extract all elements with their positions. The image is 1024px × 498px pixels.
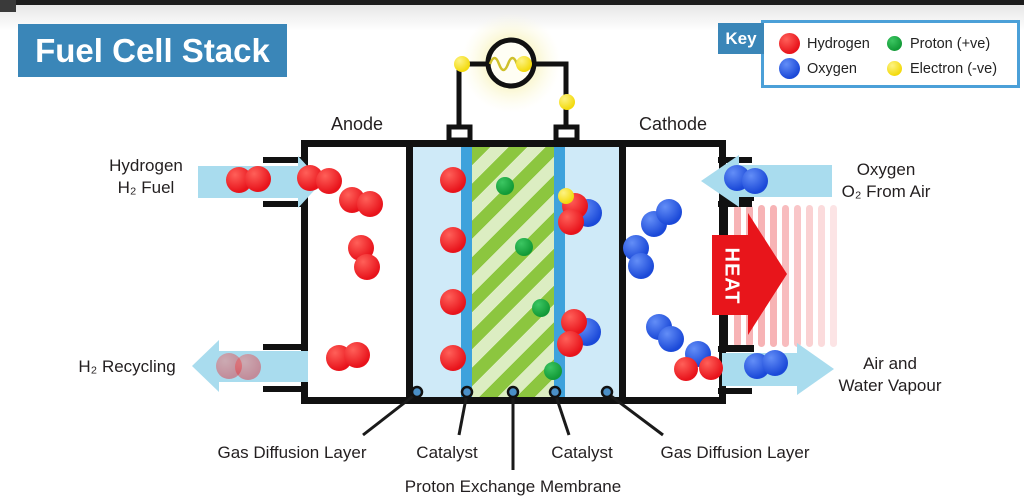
callout-anchor-dots xyxy=(410,385,614,399)
legend-key-label: Key xyxy=(725,28,757,48)
heat-arrow-head xyxy=(748,213,787,335)
hydrogen-molecule xyxy=(354,254,380,280)
hydrogen-molecule xyxy=(561,309,587,335)
callout-line-catalyst-right xyxy=(553,392,571,436)
hydrogen-molecule xyxy=(557,331,583,357)
h2-recycling-label: H₂ Recycling xyxy=(78,357,176,376)
heat-fin xyxy=(830,205,837,347)
hydrogen-fuel-line1: Hydrogen xyxy=(109,156,183,175)
cell-wall-left xyxy=(301,140,308,404)
hydrogen-molecule xyxy=(235,354,261,380)
proton-legend-icon xyxy=(887,36,902,51)
electron-molecule xyxy=(516,56,532,72)
electron-legend-icon xyxy=(887,61,902,76)
hydrogen-recycle-arrowhead xyxy=(192,340,219,392)
h2-outlet-channel xyxy=(263,344,308,350)
oxygen-legend-icon xyxy=(779,58,800,79)
oxygen-molecule xyxy=(628,253,654,279)
hydrogen-molecule xyxy=(316,168,342,194)
gdl-left-label: Gas Diffusion Layer xyxy=(217,443,367,462)
oxygen-molecule xyxy=(658,326,684,352)
hydrogen-recycle-arrow xyxy=(218,351,308,382)
hydrogen-fuel-label: Hydrogen H₂ Fuel xyxy=(109,155,183,199)
callout-line-gdl-right xyxy=(606,391,664,437)
cell-wall-top xyxy=(301,140,726,147)
air-outlet-channel xyxy=(718,346,752,352)
hydrogen-molecule xyxy=(245,166,271,192)
proton-molecule xyxy=(544,362,562,380)
hydrogen-molecule xyxy=(440,289,466,315)
proton-molecule xyxy=(515,238,533,256)
terminal-left xyxy=(446,124,473,143)
heat-fin xyxy=(818,205,825,347)
cathode-divider xyxy=(619,140,626,404)
hydrogen-molecule xyxy=(699,356,723,380)
top-corner xyxy=(0,0,16,12)
heat-arrow-shaft xyxy=(712,235,748,315)
page-title: Fuel Cell Stack xyxy=(18,24,287,77)
proton-molecule xyxy=(496,177,514,195)
air-out-arrowhead xyxy=(797,343,834,395)
catalyst-layer-left xyxy=(461,147,472,397)
electron-molecule xyxy=(454,56,470,72)
air-water-vapour-label: Air and Water Vapour xyxy=(839,353,942,397)
h2-inlet-channel xyxy=(263,201,308,207)
oxygen-from-air-label: Oxygen O₂ From Air xyxy=(842,159,931,203)
heat-fin xyxy=(794,205,801,347)
catalyst-layer-right xyxy=(554,147,565,397)
air-out-line1: Air and xyxy=(863,354,917,373)
terminal-right xyxy=(553,124,580,143)
legend-key-tab: Key xyxy=(718,23,764,54)
legend-label-oxygen: Oxygen xyxy=(807,61,857,77)
oxygen-molecule xyxy=(742,168,768,194)
catalyst-right-label: Catalyst xyxy=(551,443,613,462)
hydrogen-molecule xyxy=(440,345,466,371)
hydrogen-molecule xyxy=(216,353,242,379)
pem-label: Proton Exchange Membrane xyxy=(404,477,622,496)
hydrogen-molecule xyxy=(357,191,383,217)
anode-divider xyxy=(406,140,413,404)
proton-molecule xyxy=(532,299,550,317)
air-out-line2: Water Vapour xyxy=(838,376,942,395)
hydrogen-fuel-line2: H₂ Fuel xyxy=(117,178,175,197)
callout-line-gdl-left xyxy=(362,391,418,437)
legend-label-electron: Electron (-ve) xyxy=(910,61,998,77)
top-edge-strip xyxy=(0,0,1024,5)
legend-label-proton: Proton (+ve) xyxy=(910,36,991,52)
oxygen-molecule xyxy=(762,350,788,376)
anode-label: Anode xyxy=(330,114,384,134)
hydrogen-molecule xyxy=(558,209,584,235)
air-outlet-channel xyxy=(718,388,752,394)
electron-molecule xyxy=(559,94,575,110)
legend-box xyxy=(761,20,1020,88)
catalyst-left-label: Catalyst xyxy=(416,443,478,462)
callout-line-catalyst-left xyxy=(457,392,469,436)
cathode-label: Cathode xyxy=(638,114,708,134)
h2-inlet-channel xyxy=(263,157,308,163)
legend-label-hydrogen: Hydrogen xyxy=(807,36,870,52)
oxygen-line2: O₂ From Air xyxy=(841,182,931,201)
gdl-right-label: Gas Diffusion Layer xyxy=(660,443,810,462)
hydrogen-legend-icon xyxy=(779,33,800,54)
hydrogen-molecule xyxy=(440,227,466,253)
hydrogen-molecule xyxy=(440,167,466,193)
heat-fin xyxy=(806,205,813,347)
electron-molecule xyxy=(558,188,574,204)
oxygen-line1: Oxygen xyxy=(856,160,916,179)
page-title-text: Fuel Cell Stack xyxy=(35,31,270,69)
h2-outlet-channel xyxy=(263,386,308,392)
hydrogen-molecule xyxy=(674,357,698,381)
hydrogen-molecule xyxy=(344,342,370,368)
oxygen-molecule xyxy=(656,199,682,225)
light-bulb-icon xyxy=(485,37,537,89)
